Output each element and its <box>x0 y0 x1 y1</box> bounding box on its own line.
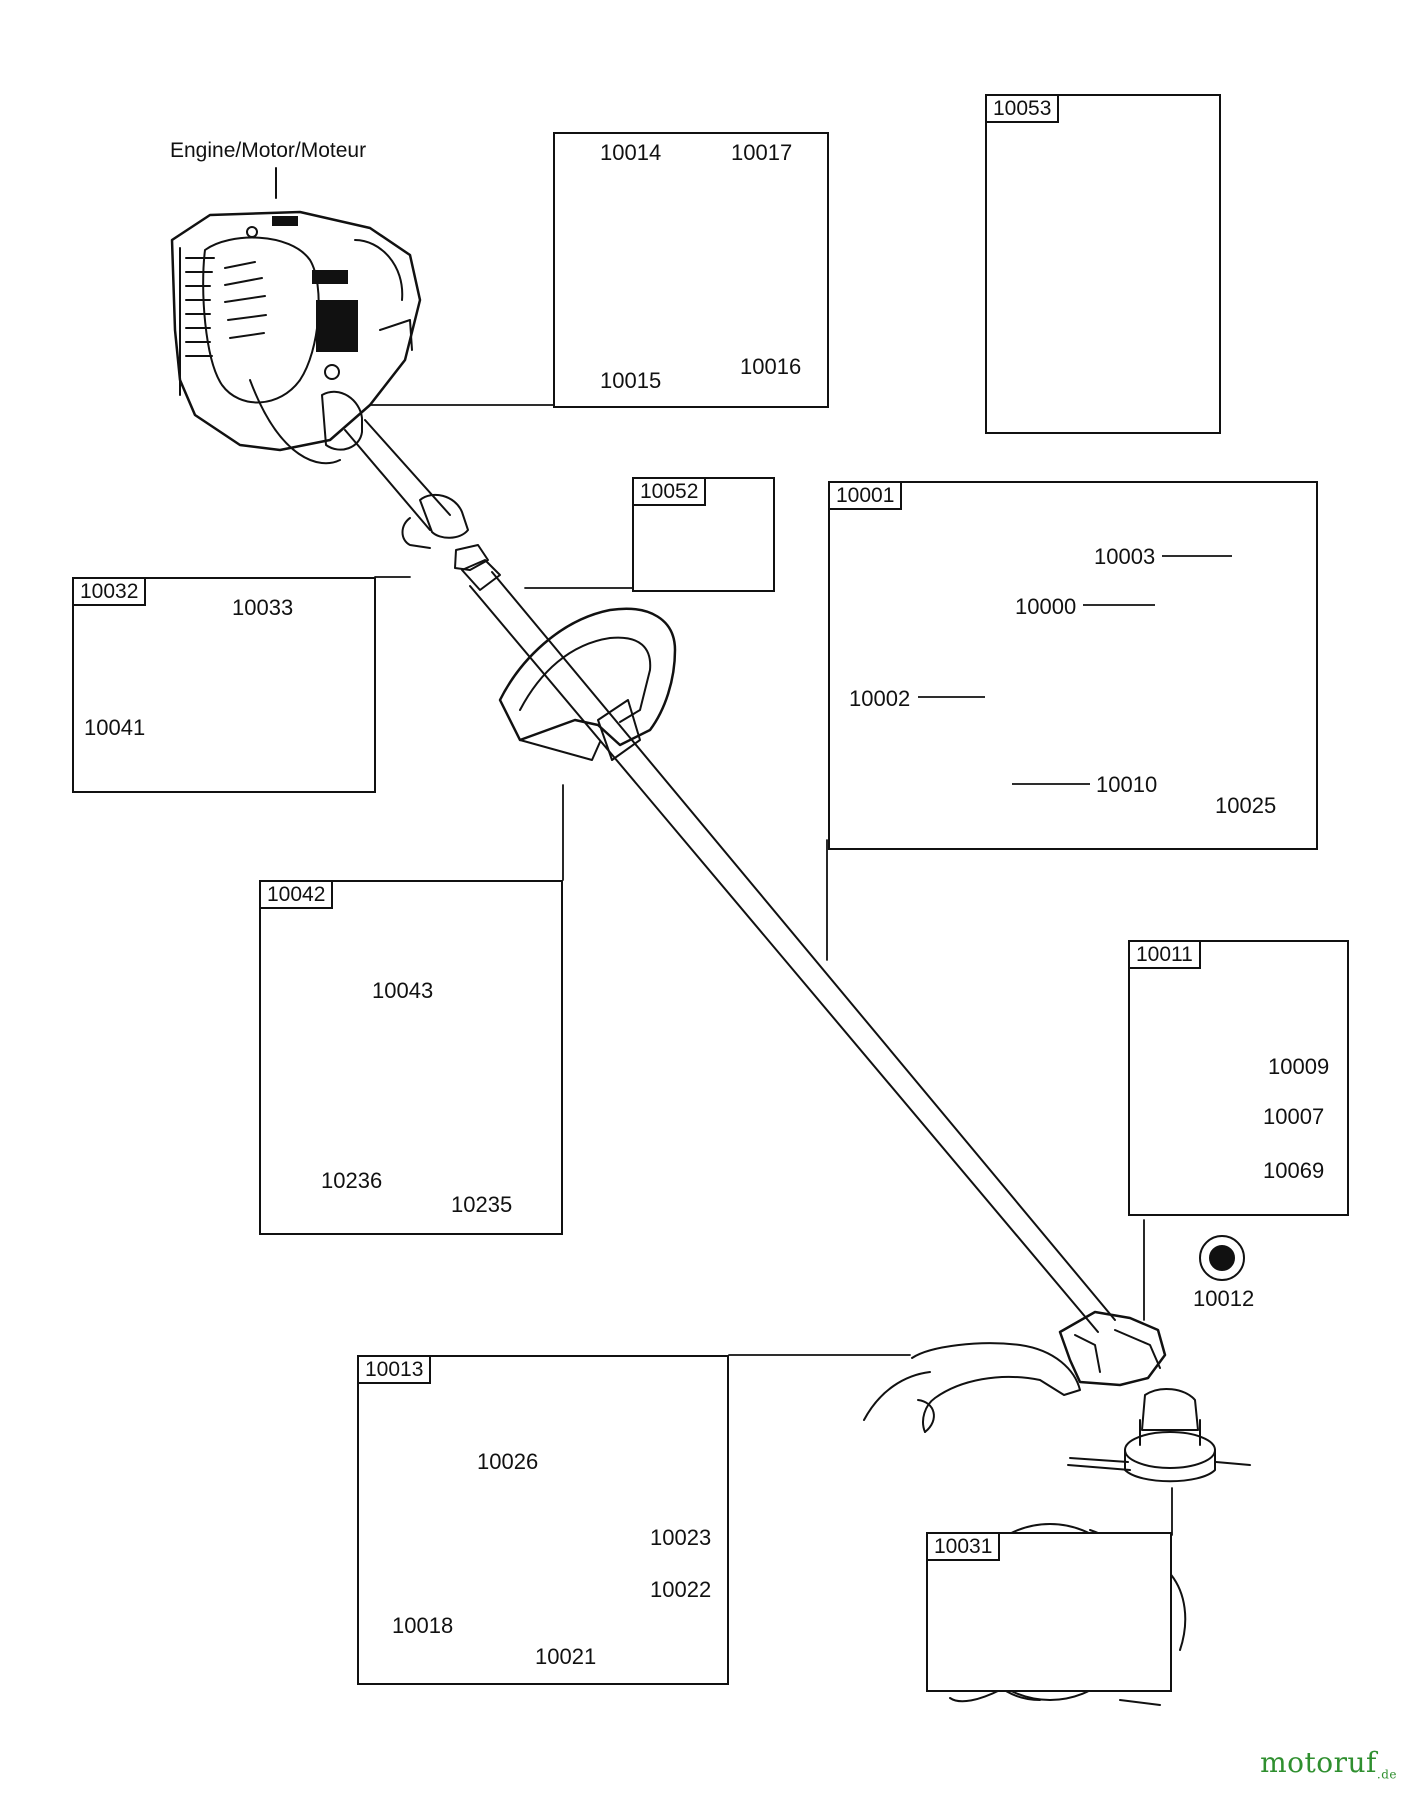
leader-lines <box>369 404 1173 1536</box>
part-number-10014: 10014 <box>600 140 662 165</box>
part-number-10025: 10025 <box>1215 793 1277 818</box>
part-number-10000: 10000 <box>1015 594 1077 619</box>
part-box-10032: 10032 <box>72 577 376 793</box>
box-tag-10053: 10053 <box>985 94 1060 124</box>
part-number-10033: 10033 <box>232 595 294 620</box>
engine-cover-parts-box <box>553 132 829 408</box>
watermark-logo: motoruf.de <box>1260 1746 1397 1782</box>
part-box-10042: 10042 <box>259 880 563 1235</box>
part-number-10009: 10009 <box>1268 1054 1330 1079</box>
part-number-10022: 10022 <box>650 1577 712 1602</box>
part-number-10018: 10018 <box>392 1613 454 1638</box>
part-box-10031: 10031 <box>926 1532 1172 1692</box>
part-number-10003: 10003 <box>1094 544 1156 569</box>
part-box-10001: 10001 <box>828 481 1318 850</box>
part-number-10010: 10010 <box>1096 772 1158 797</box>
part-box-10011: 10011 <box>1128 940 1349 1216</box>
part-box-10053: 10053 <box>985 94 1221 434</box>
box-tag-10042: 10042 <box>259 880 334 910</box>
box-tag-10013: 10013 <box>357 1355 432 1385</box>
engine-illustration <box>170 210 422 465</box>
part-number-10023: 10023 <box>650 1525 712 1550</box>
box-tag-10052: 10052 <box>632 477 707 507</box>
box-tag-10031: 10031 <box>926 1532 1001 1562</box>
part-number-10236: 10236 <box>321 1168 383 1193</box>
part-number-10026: 10026 <box>477 1449 539 1474</box>
loop-handle-illustration <box>498 607 677 761</box>
part-number-10015: 10015 <box>600 368 662 393</box>
part-number-10016: 10016 <box>740 354 802 379</box>
box-tag-10032: 10032 <box>72 577 147 607</box>
part-number-10021: 10021 <box>535 1644 597 1669</box>
part-number-10012: 10012 <box>1193 1286 1255 1311</box>
part-number-10007: 10007 <box>1263 1104 1325 1129</box>
box-tag-10011: 10011 <box>1128 940 1201 970</box>
box-tag-10001: 10001 <box>828 481 903 511</box>
shaft-illustration <box>321 390 1116 1333</box>
part-number-10069: 10069 <box>1263 1158 1325 1183</box>
engine-label: Engine/Motor/Moteur <box>170 139 367 162</box>
part-number-10235: 10235 <box>451 1192 513 1217</box>
washer-10012 <box>1199 1235 1245 1281</box>
trimmer-head-illustration <box>863 1310 1251 1483</box>
part-box-10013: 10013 <box>357 1355 729 1685</box>
part-number-10017: 10017 <box>731 140 793 165</box>
part-number-10041: 10041 <box>84 715 146 740</box>
part-number-10043: 10043 <box>372 978 434 1003</box>
part-number-10002: 10002 <box>849 686 911 711</box>
part-box-10052: 10052 <box>632 477 775 592</box>
